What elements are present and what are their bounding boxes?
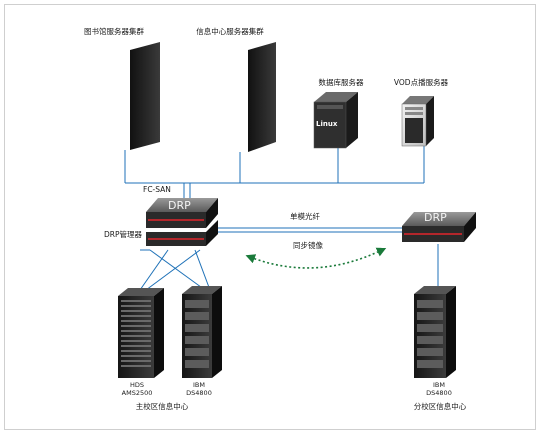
drp-branch-label: DRP [424, 211, 447, 224]
link-drp-hds-2 [145, 249, 201, 291]
sync-mirror-arrow [245, 247, 387, 269]
sync-mirror-label: 同步镜像 [293, 241, 323, 250]
ibm-storage-rack-branch [414, 286, 456, 378]
library-server-cluster [67, 42, 160, 150]
drp-main-appliance [146, 198, 218, 246]
single-mode-fiber-label: 单模光纤 [290, 212, 320, 221]
ibm-main-label-line1: IBM [193, 381, 205, 389]
vod-server-label: VOD点播服务器 [393, 78, 449, 87]
ibm-branch-label-line1: IBM [433, 381, 445, 389]
main-campus-center-label: 主校区信息中心 [135, 402, 189, 411]
database-server [313, 92, 358, 149]
info-cluster-side [248, 42, 276, 152]
info-center-server-cluster [185, 42, 276, 152]
fc-san-label: FC-SAN [143, 185, 171, 194]
drp-main-label: DRP [168, 199, 191, 212]
hds-label-line2: AMS2500 [121, 389, 153, 397]
link-drp-ibm-1 [149, 249, 206, 291]
ibm-main-label-line2: DS4800 [186, 389, 212, 397]
ibm-branch-label-line2: DS4800 [426, 389, 452, 397]
vod-server [401, 96, 434, 147]
link-drp-hds-1 [139, 249, 169, 291]
branch-campus-center-label: 分校区信息中心 [413, 402, 467, 411]
drp-manager-label: DRP管理器 [104, 230, 143, 239]
hds-storage-rack [118, 288, 164, 378]
database-server-label: 数据库服务器 [318, 78, 364, 87]
drp-branch-appliance [402, 212, 476, 242]
ibm-storage-rack-main [182, 286, 222, 378]
link-drp-ibm-2 [194, 249, 211, 291]
hds-label-line1: HDS [129, 381, 145, 389]
library-cluster-label: 图书馆服务器集群 [84, 27, 144, 36]
linux-label: Linux [316, 120, 338, 128]
info-center-cluster-label: 信息中心服务器集群 [196, 27, 264, 36]
library-cluster-side [130, 42, 160, 150]
